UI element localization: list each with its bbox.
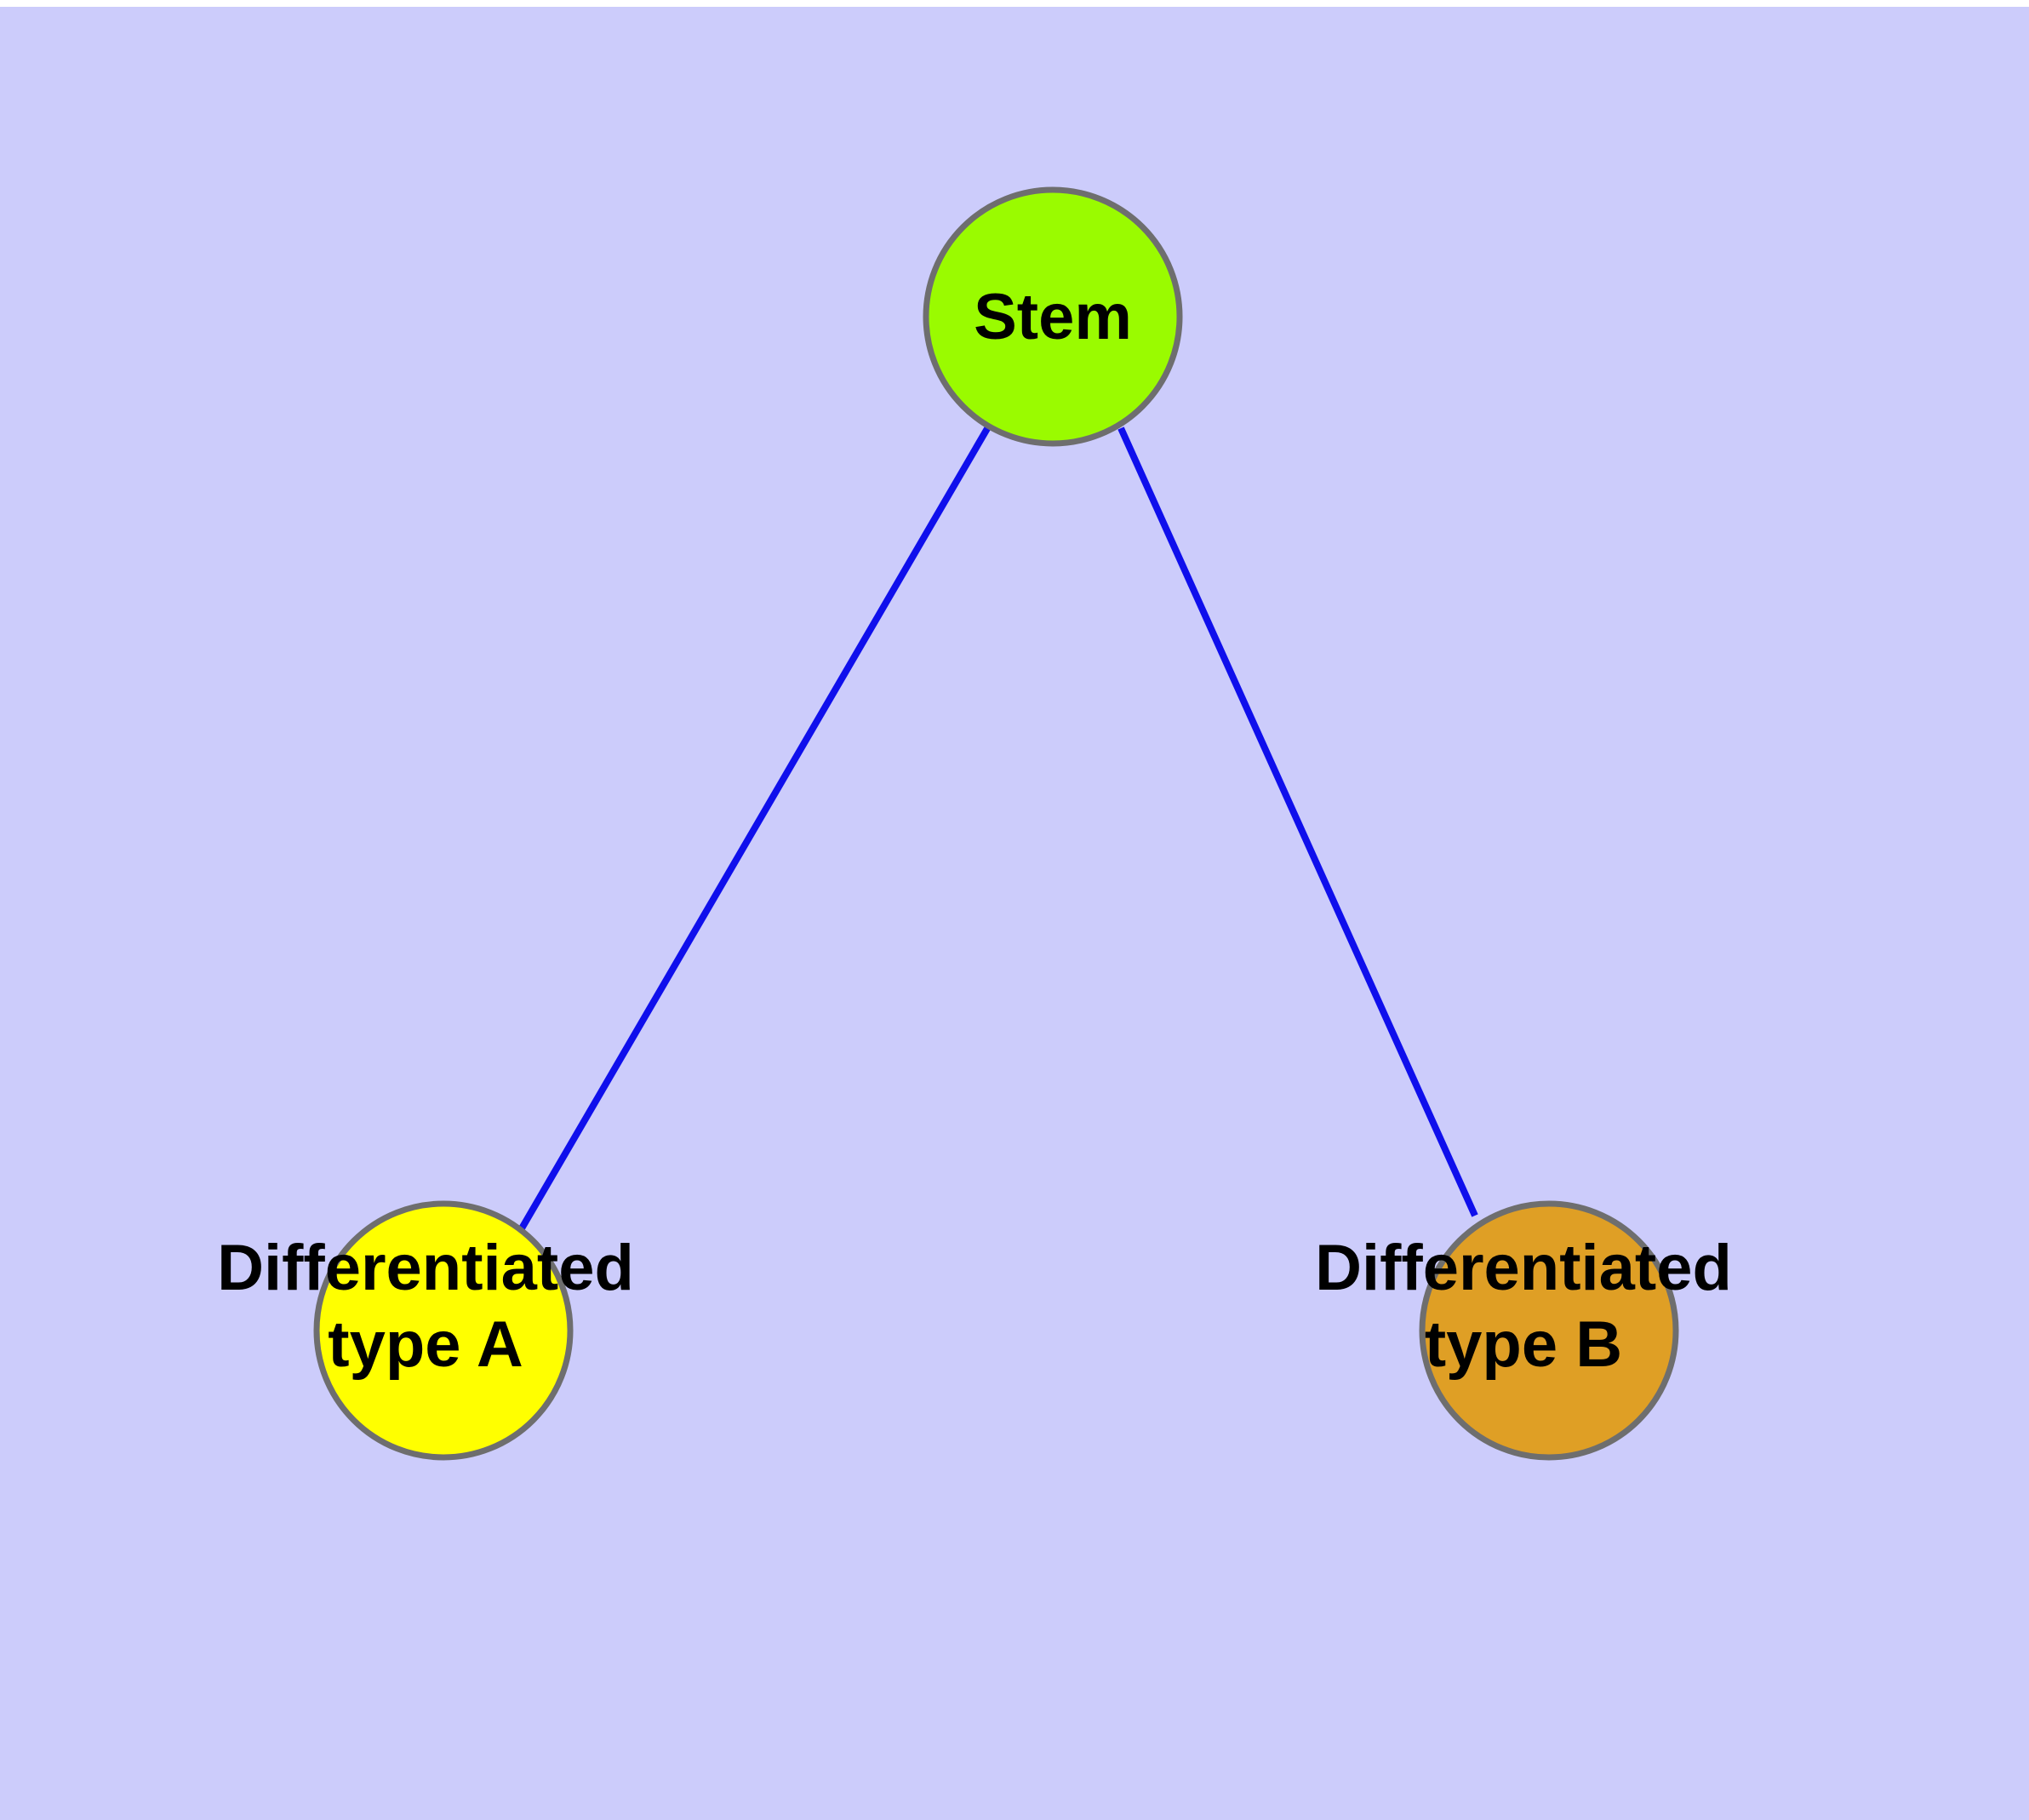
edge-stem-diff-b[interactable] <box>1117 426 1478 1217</box>
edge-stem-diff-a[interactable] <box>518 423 992 1231</box>
node-diff_b[interactable] <box>1419 1200 1679 1461</box>
edges-layer <box>518 423 1478 1231</box>
node-label-stem: Stem <box>974 281 1132 353</box>
node-diff_a[interactable] <box>313 1200 574 1461</box>
node-label-line: Stem <box>974 281 1132 353</box>
node-label-line: Differentiated <box>217 1232 634 1304</box>
node-label-line: type B <box>1425 1308 1622 1381</box>
nodes-layer <box>313 186 1679 1461</box>
node-label-line: Differentiated <box>1315 1232 1732 1304</box>
node-label-line: type A <box>328 1308 523 1381</box>
node-stem[interactable] <box>923 186 1183 447</box>
